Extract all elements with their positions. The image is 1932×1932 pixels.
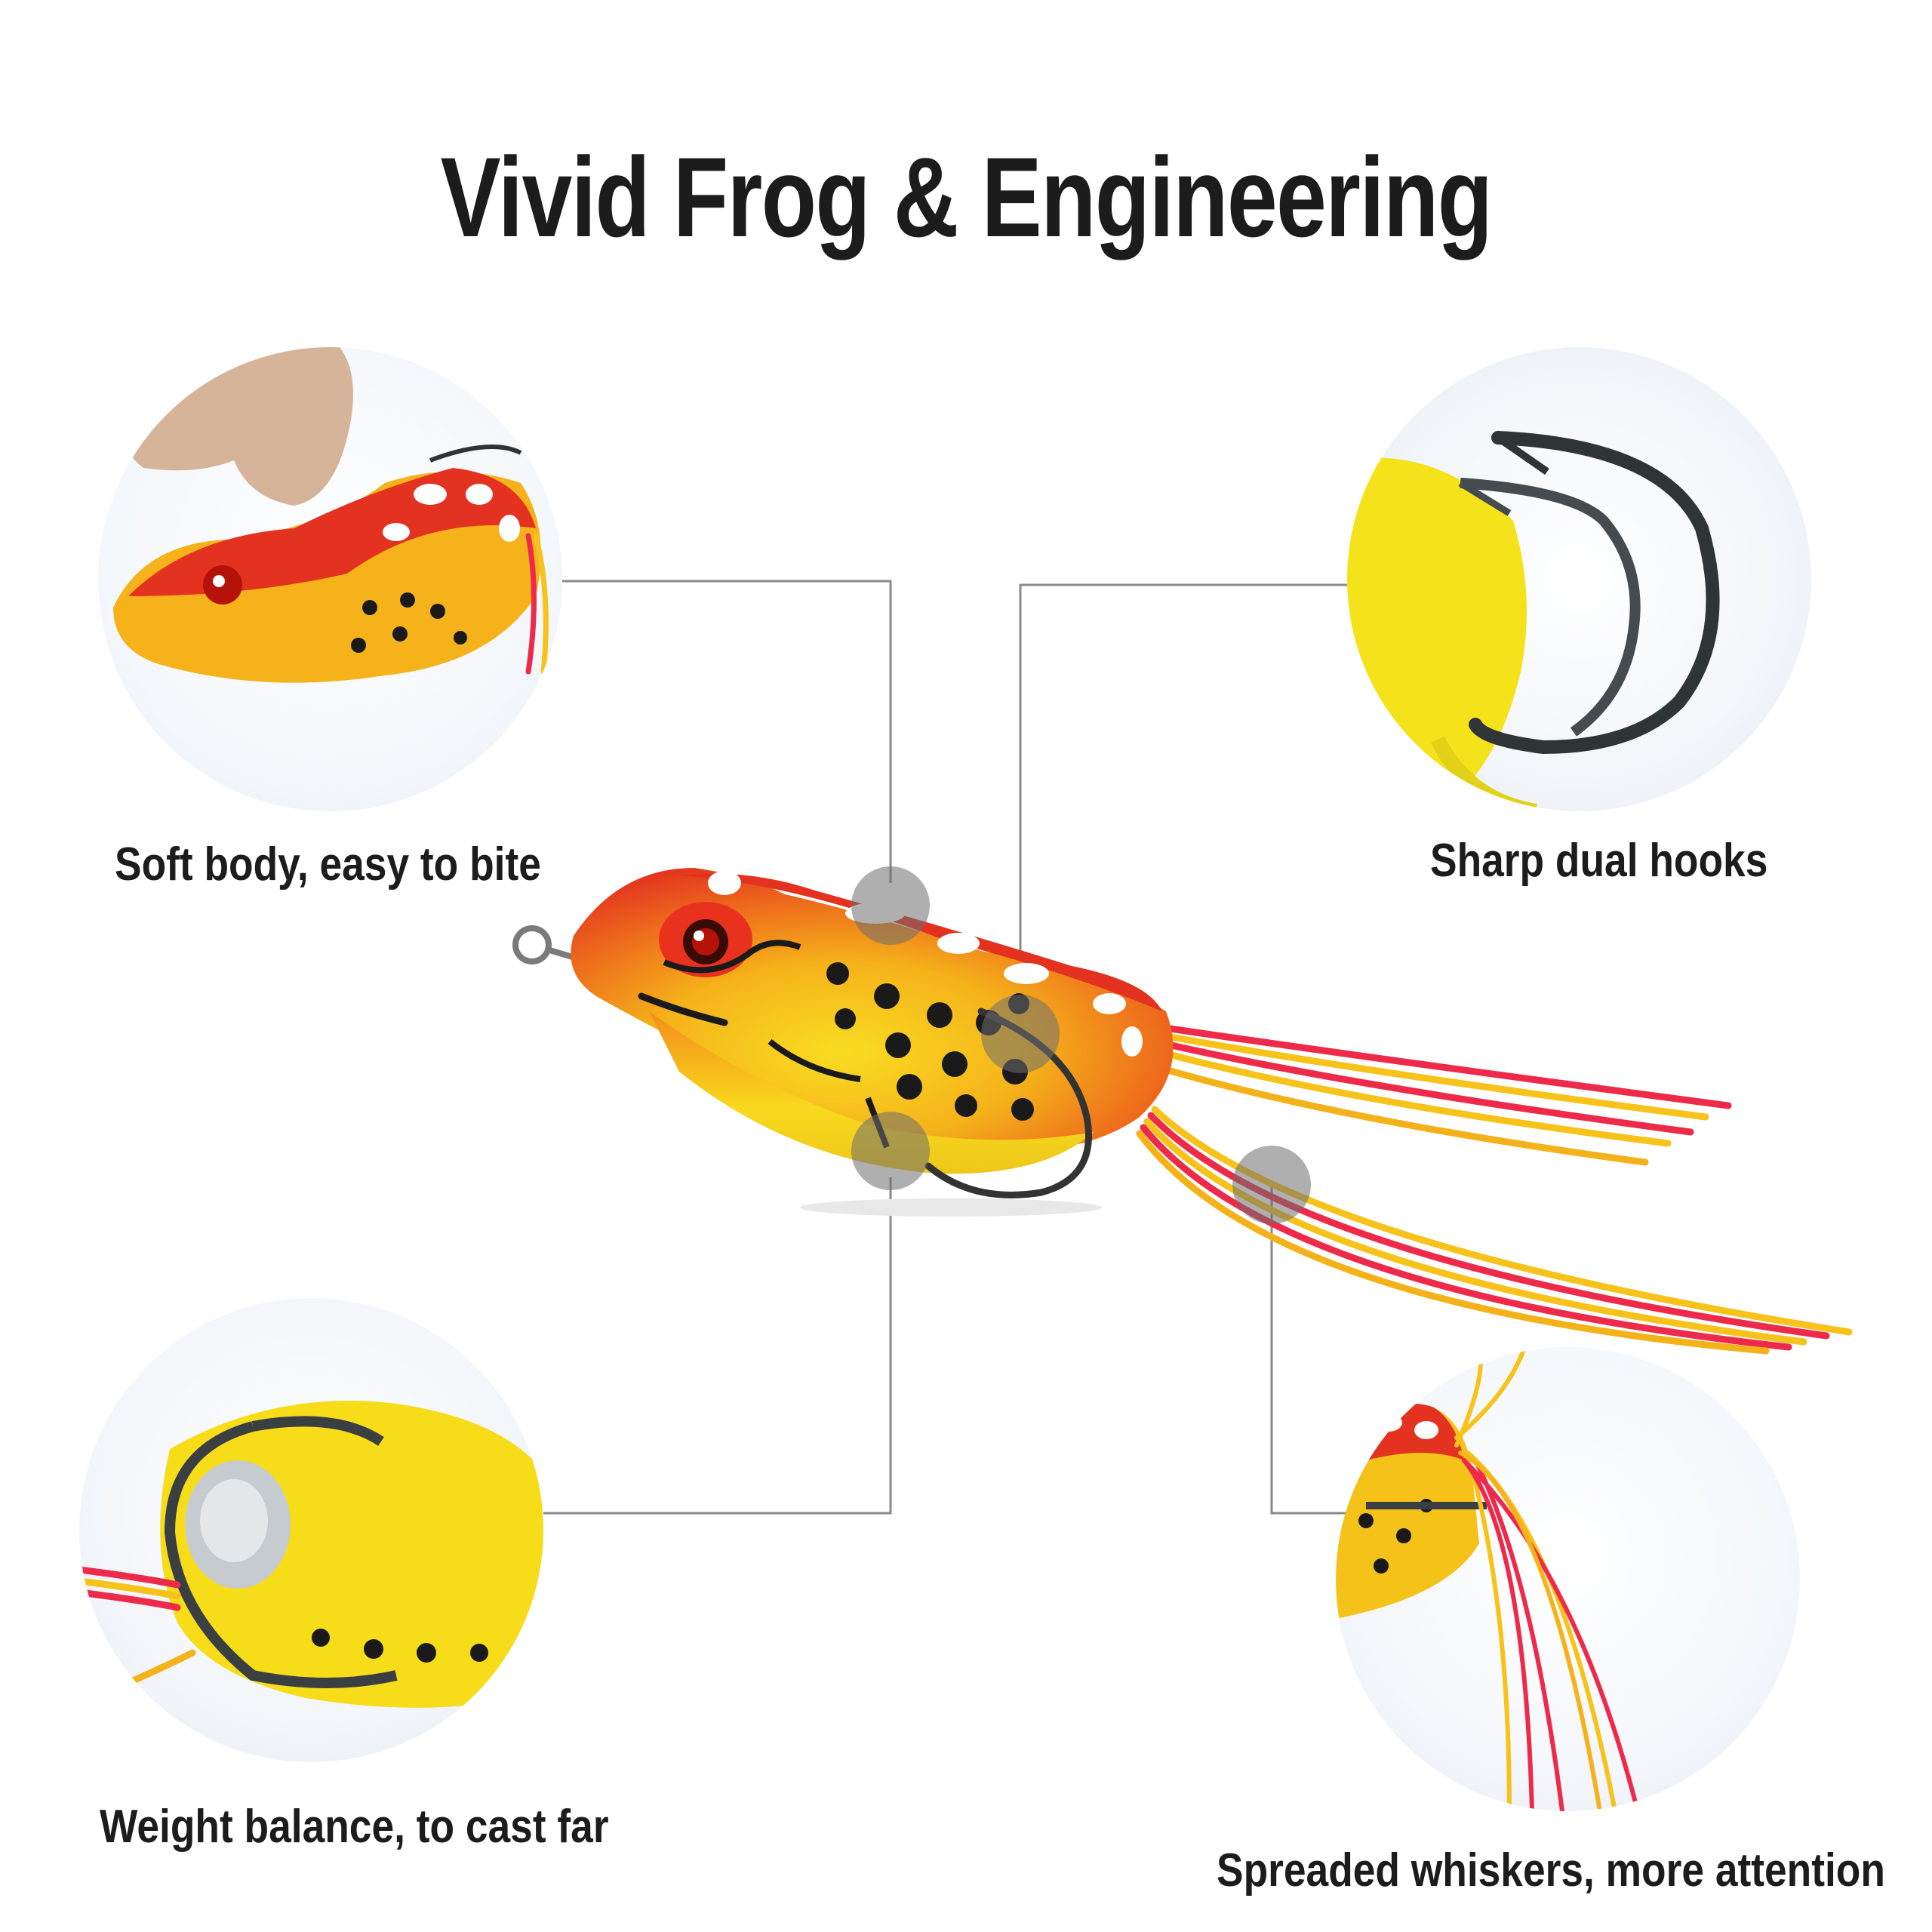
feature-label-hooks: Sharp dual hooks (1430, 835, 1768, 887)
line-eye (512, 925, 579, 964)
feature-label-weight: Weight balance, to cast far (100, 1801, 609, 1853)
hooks-photo (1347, 347, 1811, 811)
weight-balance-illustration (79, 1401, 543, 1708)
hooks-illustration (1347, 431, 1720, 811)
frog-eye (659, 902, 801, 977)
whiskers-photo (1336, 1347, 1800, 1811)
callout-line-soft-body (562, 580, 892, 883)
callout-line-weight (543, 1177, 892, 1515)
page-title: Vivid Frog & Engineering (440, 134, 1493, 260)
soft-body-photo (98, 347, 562, 811)
soft-body-illustration (113, 347, 549, 683)
callout-line-whiskers (1270, 1185, 1347, 1515)
feature-label-soft-body: Soft body, easy to bite (115, 838, 541, 891)
weight-balance-photo (79, 1298, 543, 1762)
callout-line-hooks (1019, 583, 1347, 1030)
skirt-strands (1136, 1023, 1853, 1355)
feature-label-whiskers: Spreaded whiskers, more attention (1217, 1844, 1885, 1897)
callout-markers (851, 866, 1311, 1224)
whiskers-illustration (1336, 1347, 1640, 1811)
